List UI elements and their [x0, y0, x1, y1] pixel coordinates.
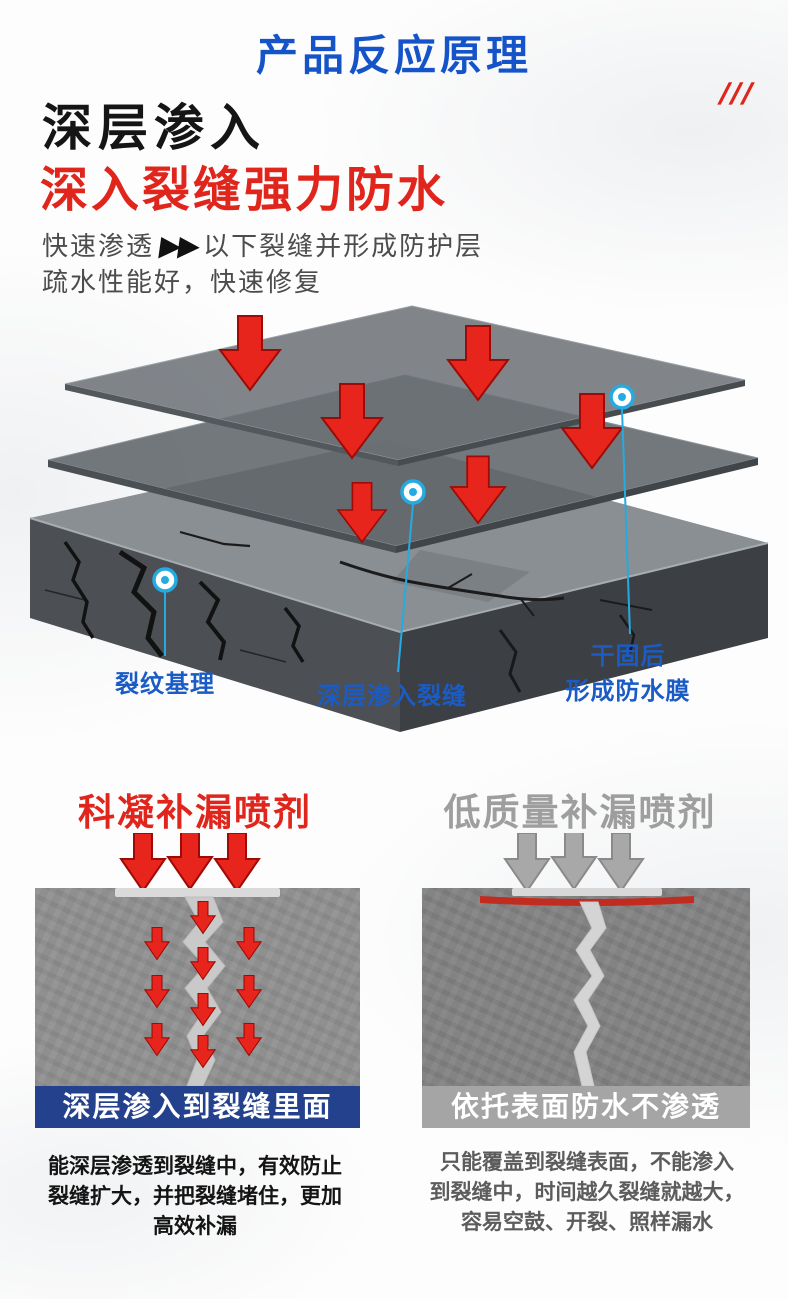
- red-down-arrow-icon: [143, 974, 171, 1009]
- coating-bar: [115, 888, 280, 897]
- marker-icon: [152, 567, 178, 593]
- bad-product-graphic: [480, 888, 694, 1086]
- red-down-arrow-icon: [218, 315, 282, 392]
- heading-deep-penetration: 深层渗入: [42, 100, 266, 156]
- penetrating-arrows: [143, 900, 263, 1069]
- fast-forward-icon: ▶▶: [157, 230, 200, 261]
- slashes-icon: ///: [714, 78, 760, 111]
- panel-good-product: 深层渗入到裂缝里面: [35, 888, 360, 1128]
- bad-product-title: 低质量补漏喷剂: [443, 792, 717, 833]
- red-down-arrow-icon: [449, 455, 507, 525]
- left-spray-arrows: [119, 833, 261, 893]
- red-down-arrow-icon: [189, 900, 217, 935]
- label-crack-base: 裂纹基理: [115, 671, 215, 698]
- red-down-arrow-icon: [320, 383, 384, 460]
- right-spray-arrows: [503, 833, 645, 893]
- desc-line1-prefix: 快速渗透: [42, 231, 155, 261]
- blue-markers: [152, 384, 635, 593]
- surface-red-layer: [480, 896, 694, 906]
- red-down-arrow-icon: [336, 481, 388, 544]
- red-down-arrow-icon: [166, 833, 214, 891]
- red-down-arrow-icon: [446, 325, 510, 402]
- red-down-arrow-icon: [189, 946, 217, 981]
- side-face-cracks: [498, 614, 636, 693]
- gray-down-arrow-icon: [550, 833, 598, 891]
- bad-product-banner: 依托表面防水不渗透: [422, 1086, 750, 1128]
- red-down-arrow-icon: [235, 1022, 263, 1057]
- marker-icon: [400, 479, 426, 505]
- crack-shape: [573, 901, 607, 1086]
- good-product-title: 科凝补漏喷剂: [78, 792, 312, 833]
- block-edge-highlight: [29, 517, 769, 634]
- coating-bar: [512, 888, 662, 896]
- block-top-shading: [392, 550, 530, 602]
- top-face-cracks: [179, 530, 653, 617]
- penetration-diagram: [29, 305, 769, 732]
- gray-down-arrow-icon: [503, 833, 551, 893]
- bad-product-description: 只能覆盖到裂缝表面，不能渗入 到裂缝中，时间越久裂缝就越大， 容易空鼓、开裂、照…: [429, 1151, 745, 1234]
- red-down-arrow-icon: [119, 833, 167, 893]
- red-down-arrow-icon: [213, 833, 261, 893]
- desc-line2: 疏水性能好，快速修复: [42, 267, 323, 297]
- page-title: 产品反应原理: [255, 32, 532, 79]
- red-down-arrows: [218, 315, 624, 544]
- block-front-face: [30, 518, 400, 732]
- red-down-arrow-icon: [189, 1034, 217, 1069]
- front-face-cracks: [44, 540, 305, 663]
- good-product-description: 能深层渗透到裂缝中，有效防止 裂缝扩大，并把裂缝堵住，更加 高效补漏: [48, 1155, 342, 1238]
- good-product-banner: 深层渗入到裂缝里面: [35, 1086, 360, 1128]
- red-down-arrow-icon: [235, 926, 263, 961]
- gray-down-arrow-icon: [597, 833, 645, 893]
- red-down-arrow-icon: [189, 992, 217, 1027]
- red-down-arrow-icon: [143, 1022, 171, 1057]
- block-side-face: [400, 543, 768, 732]
- desc-line1-suffix: 以下裂缝并形成防护层: [203, 231, 484, 261]
- panel-low-quality: 依托表面防水不渗透: [422, 888, 750, 1128]
- red-down-arrow-icon: [143, 926, 171, 961]
- leader-lines: [164, 408, 631, 673]
- label-deep-penetrate: 深层渗入裂缝: [317, 683, 467, 710]
- desc-line1: 快速渗透▶▶以下裂缝并形成防护层: [42, 226, 483, 263]
- heading-crack-waterproof: 深入裂缝强力防水: [40, 164, 449, 217]
- red-down-arrow-icon: [560, 393, 624, 470]
- good-product-graphic: [115, 888, 280, 1086]
- marker-icon: [609, 384, 635, 410]
- red-down-arrow-icon: [235, 974, 263, 1009]
- glass-layer-top: [64, 305, 746, 466]
- label-waterproof-film: 干固后 形成防水膜: [565, 643, 691, 705]
